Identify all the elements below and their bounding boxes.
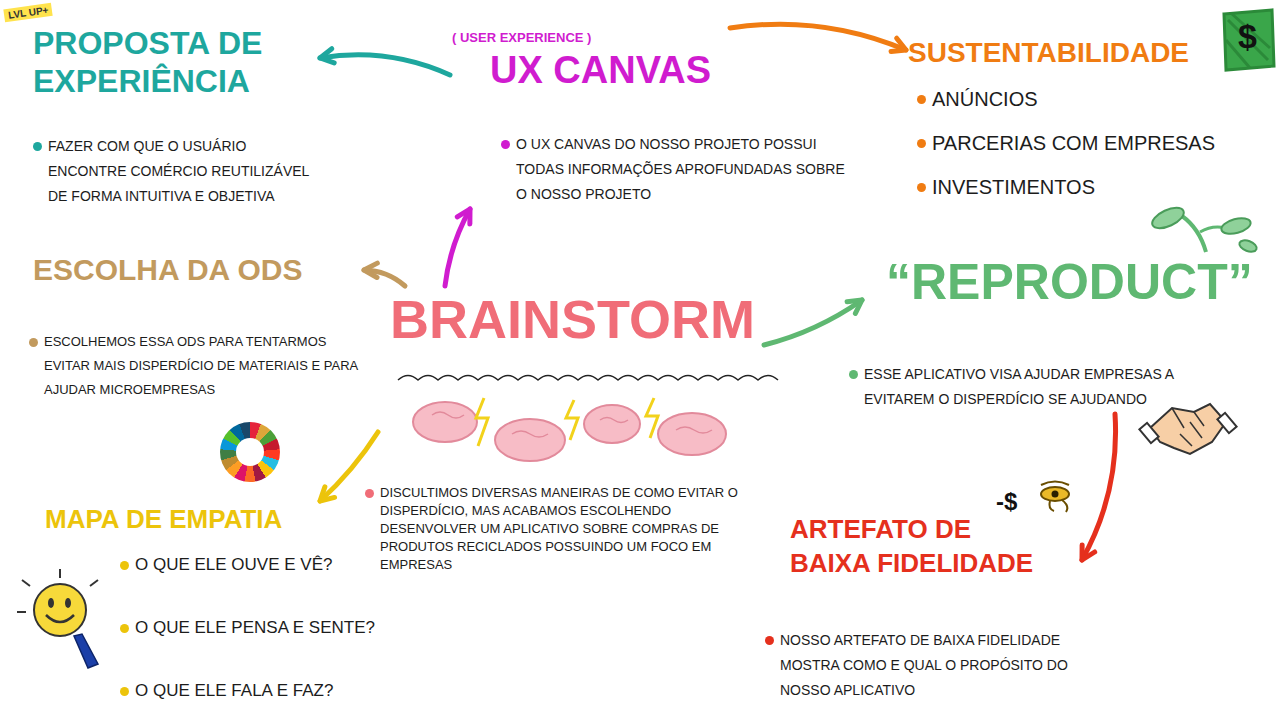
bullet-item: PARCERIAS COM EMPRESAS [932, 130, 1232, 156]
section-text: DISCULTIMOS DIVERSAS MANEIRAS DE COMO EV… [380, 484, 752, 574]
mind-map-section: PROPOSTA DE EXPERIÊNCIA FAZER COM QUE O U… [33, 24, 318, 209]
plant-leaf [1238, 238, 1258, 254]
lightning-bolt [476, 398, 488, 446]
smiley-eye [65, 598, 71, 608]
arrow-line [320, 55, 450, 75]
badge-text: LVL UP+ [3, 3, 53, 23]
mind-map-section: BRAINSTORM DISCULTIMOS DIVERSAS MANEIRAS … [380, 288, 762, 574]
currency-symbol: -$ [996, 488, 1017, 516]
mind-map-section: “REPRODUCT” ESSE APLICATIVO VISA AJUDAR E… [864, 252, 1260, 412]
arrow-connector [445, 209, 470, 286]
section-text: ESCOLHEMOS ESSA ODS PARA TENTARMOS EVITA… [44, 330, 362, 402]
arrow-head [320, 49, 334, 63]
brain-icon [495, 419, 565, 461]
section-heading: UX CANVAS [490, 48, 730, 92]
mind-map-section: ESCOLHA DA ODS ESCOLHEMOS ESSA ODS PARA T… [33, 252, 362, 402]
handshake-cuff [1139, 423, 1158, 443]
arrow-line [764, 300, 862, 345]
arrow-head [320, 487, 335, 501]
mind-map-section: SUSTENTABILIDADE ANÚNCIOS PARCERIAS COM EM… [908, 36, 1232, 200]
handshake-icon [1139, 404, 1236, 454]
smiley-icon [17, 569, 98, 668]
arrow-connector [364, 263, 405, 286]
plant-leaf [1220, 215, 1253, 236]
arrow-head [847, 300, 862, 313]
eye-shape [1041, 487, 1069, 501]
section-subtitle: ( USER EXPERIENCE ) [452, 30, 622, 46]
section-heading: ESCOLHA DA ODS [33, 252, 333, 288]
brain-icon [413, 402, 477, 442]
central-title: BRAINSTORM [390, 288, 762, 350]
smiley-mouth [46, 615, 74, 622]
arrow-head [364, 263, 377, 277]
tie [74, 634, 98, 668]
arrow-head [1082, 545, 1095, 560]
money-scribble [1224, 10, 1274, 70]
bullet-item: O QUE ELE OUVE E VÊ? [135, 553, 415, 577]
arrow-connector [1082, 414, 1116, 560]
arrow-head [457, 209, 470, 224]
bullet-item: O QUE ELE PENSA E SENTE? [135, 616, 415, 640]
brain-icon [584, 405, 640, 443]
mind-map-section: ( USER EXPERIENCE ) UX CANVAS O UX CANVAS … [452, 30, 856, 207]
money-scribble-lines [1226, 14, 1270, 68]
bullet-item: O QUE ELE FALA E FAZ? [135, 679, 415, 703]
smiley-eye [48, 598, 54, 608]
section-text: FAZER COM QUE O USUÁRIO ENCONTRE COMÉRCI… [48, 134, 318, 209]
mind-map-section: ARTEFATO DE BAIXA FIDELIDADE NOSSO ARTEFA… [780, 512, 1080, 703]
arrow-connector [730, 24, 906, 51]
plant-stem [1182, 216, 1206, 252]
app-name: “REPRODUCT” [886, 252, 1260, 312]
arrow-connector [764, 300, 862, 345]
section-text: NOSSO ARTEFATO DE BAIXA FIDELIDADE MOSTR… [780, 628, 1080, 703]
arrow-line [1082, 414, 1116, 560]
brain-icon [658, 413, 726, 455]
eye-brow [1041, 482, 1069, 486]
section-heading: MAPA DE EMPATIA [45, 503, 315, 535]
handshake-fingers [1172, 408, 1204, 446]
eye-pupil [1052, 491, 1059, 498]
eye-curl [1050, 500, 1068, 512]
handshake-cuff [1217, 413, 1236, 433]
section-text: ESSE APLICATIVO VISA AJUDAR EMPRESAS A E… [864, 362, 1234, 412]
eye-icon [1041, 482, 1069, 513]
bullet-item: INVESTIMENTOS [932, 174, 1232, 200]
lightning-bolt [566, 400, 578, 440]
currency-symbol: $ [1238, 17, 1257, 56]
cloud-outline [398, 376, 778, 381]
section-heading: PROPOSTA DE EXPERIÊNCIA [33, 24, 283, 100]
section-heading: ARTEFATO DE BAIXA FIDELIDADE [790, 512, 1052, 580]
plant-leaf [1149, 204, 1187, 233]
smiley-face [34, 584, 86, 636]
arrow-connector [320, 49, 450, 75]
section-text: O UX CANVAS DO NOSSO PROJETO POSSUI TODA… [516, 132, 856, 207]
ods-wheel-center [236, 438, 264, 466]
arrow-line [445, 209, 470, 286]
arrow-head [891, 38, 906, 51]
arrow-line [730, 24, 906, 50]
ods-wheel [220, 422, 280, 482]
bullet-item: ANÚNCIOS [932, 86, 1232, 112]
handshake-hands [1150, 404, 1226, 454]
section-heading: SUSTENTABILIDADE [908, 36, 1208, 70]
lightning-bolt [646, 398, 658, 438]
mind-map-section: MAPA DE EMPATIA O QUE ELE OUVE E VÊ? O QUE… [45, 503, 415, 703]
